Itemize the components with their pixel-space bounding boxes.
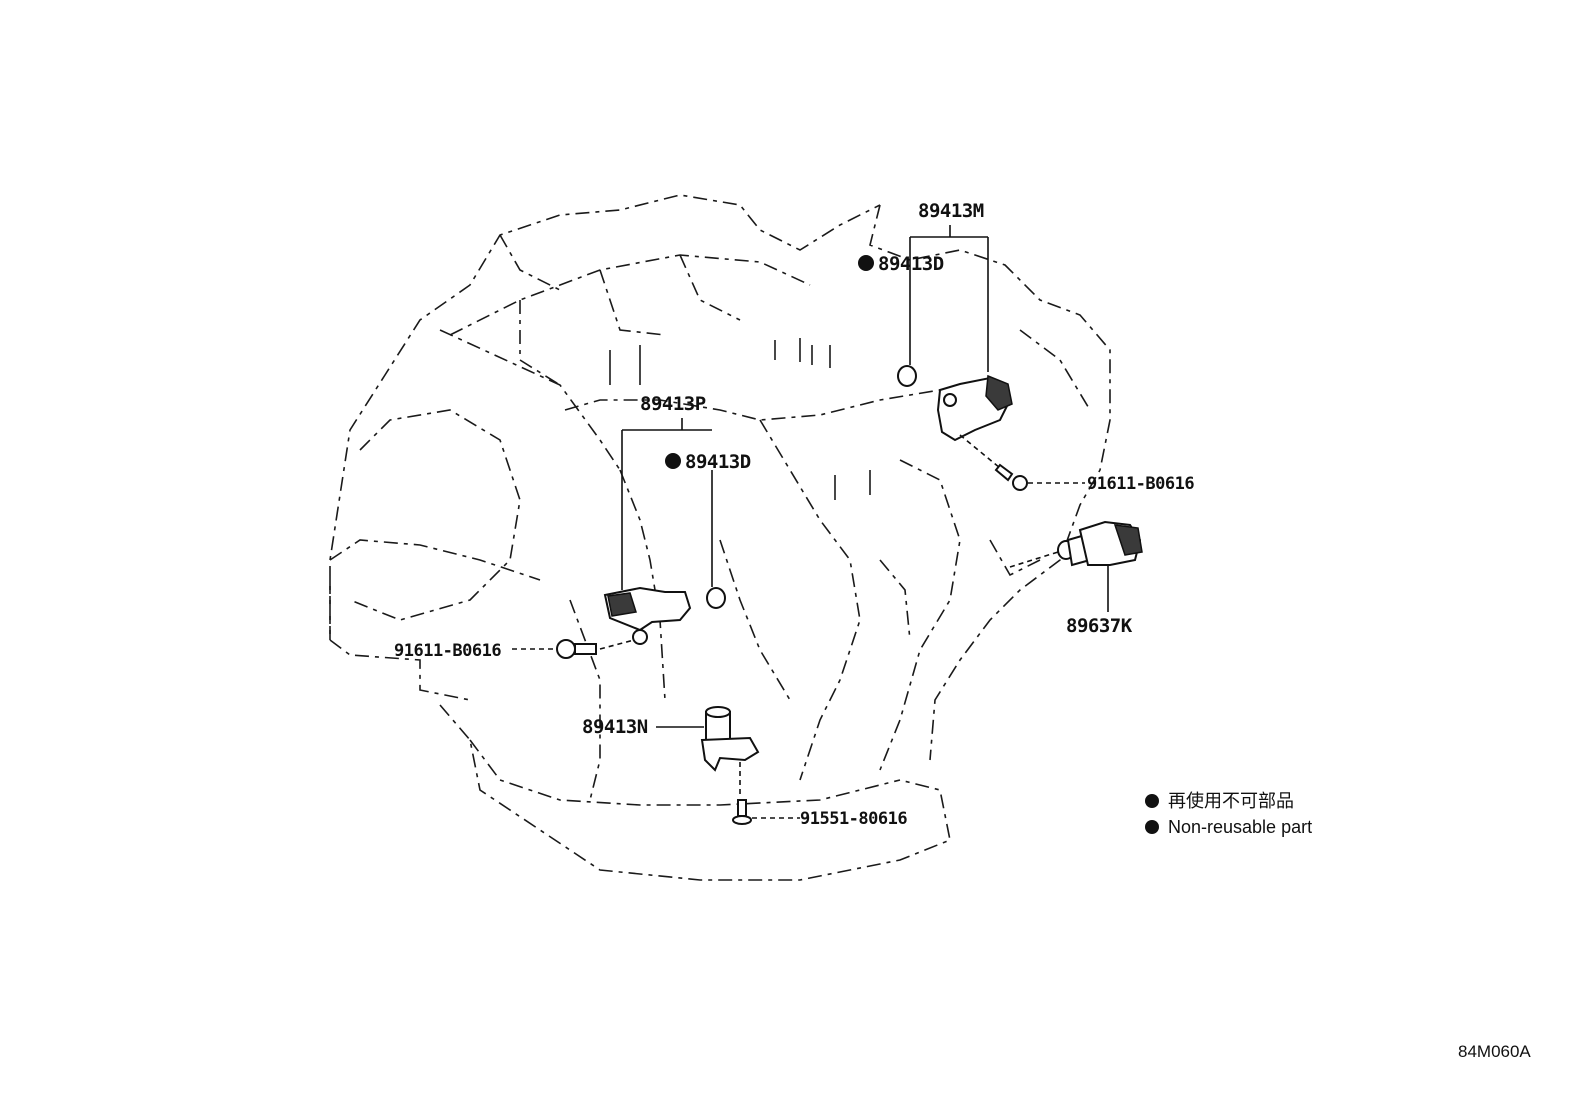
leader-lines xyxy=(512,225,1109,819)
legend-dot-en xyxy=(1145,820,1159,834)
callout-91611-left: 91611-B0616 xyxy=(394,641,501,661)
bolt-left[interactable] xyxy=(556,639,597,659)
o-ring-mid[interactable] xyxy=(706,587,726,609)
speed-sensor-89413m[interactable] xyxy=(936,374,1013,442)
legend: 再使用不可部品 Non-reusable part xyxy=(1145,791,1312,837)
callout-89413m: 89413M xyxy=(918,200,984,222)
speed-sensor-89413p[interactable] xyxy=(603,586,692,645)
callout-89413p: 89413P xyxy=(640,393,706,415)
legend-text-en: Non-reusable part xyxy=(1168,817,1312,837)
callout-89637k: 89637K xyxy=(1066,615,1133,637)
bolt-right[interactable] xyxy=(994,463,1028,491)
bolt-bottom[interactable] xyxy=(732,799,752,825)
callouts: 89413M 89413D 89413P 89413D 91611-B0616 … xyxy=(394,200,1195,829)
callout-89413d-mid: 89413D xyxy=(685,451,751,473)
callout-91611-right: 91611-B0616 xyxy=(1087,474,1194,494)
non-reusable-dot-top xyxy=(858,255,874,271)
pressure-sensor-89637k[interactable] xyxy=(1057,520,1143,567)
legend-dot-jp xyxy=(1145,794,1159,808)
o-ring-top[interactable] xyxy=(897,365,917,387)
transmission-housing xyxy=(329,194,1111,881)
non-reusable-dot-mid xyxy=(665,453,681,469)
callout-91551: 91551-80616 xyxy=(800,809,907,829)
callout-89413n: 89413N xyxy=(582,716,648,738)
speed-sensor-89413n[interactable] xyxy=(700,706,760,772)
callout-89413d-top: 89413D xyxy=(878,253,944,275)
legend-text-jp: 再使用不可部品 xyxy=(1168,791,1294,811)
figure-reference: 84M060A xyxy=(1458,1042,1531,1061)
